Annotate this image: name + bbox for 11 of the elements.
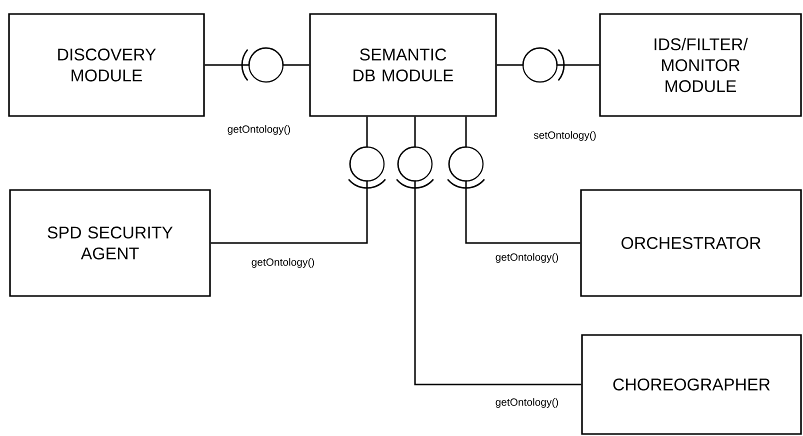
edge-label: getOntology(): [496, 398, 558, 408]
edge-label: getOntology(): [496, 253, 558, 263]
module-box: ORCHESTRATOR: [580, 189, 802, 297]
edge-label: setOntology(): [534, 131, 596, 141]
module-box: DISCOVERY MODULE: [8, 13, 205, 117]
edge-label: getOntology(): [252, 258, 314, 268]
edge-label: getOntology(): [228, 125, 290, 135]
module-box: SPD SECURITY AGENT: [9, 189, 211, 297]
module-box: SEMANTIC DB MODULE: [309, 13, 497, 117]
module-box: CHOREOGRAPHER: [581, 334, 802, 435]
module-box: IDS/FILTER/ MONITOR MODULE: [599, 13, 802, 117]
